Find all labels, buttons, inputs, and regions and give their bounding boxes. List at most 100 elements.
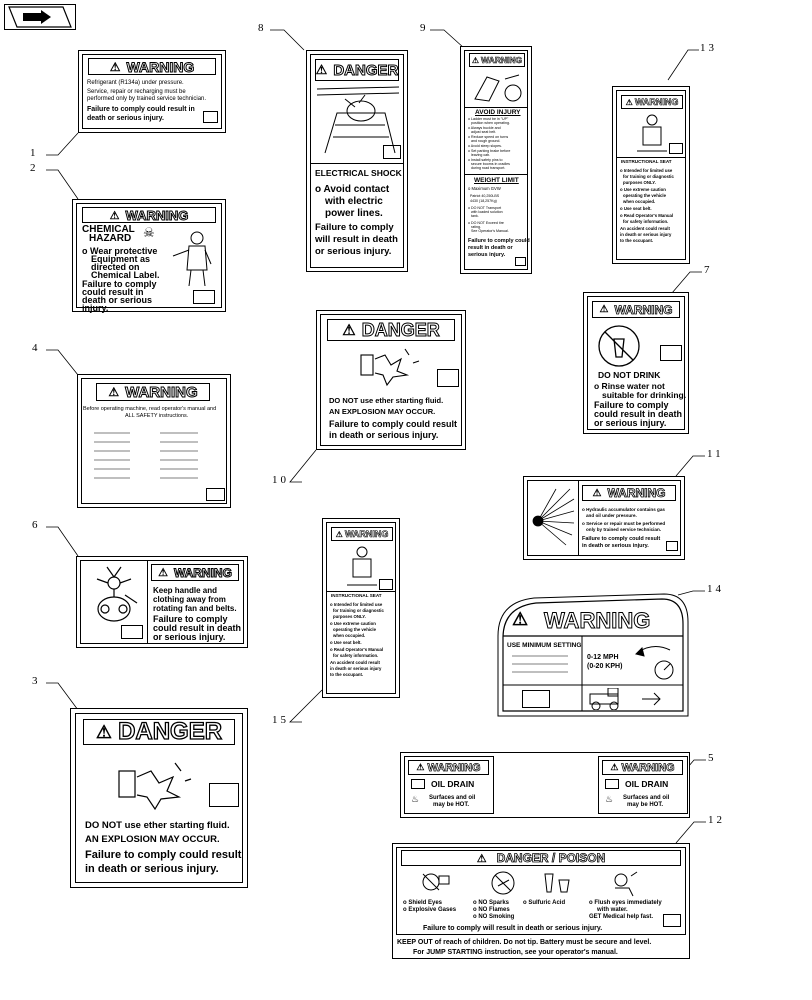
decal-text: when occupied. bbox=[333, 633, 366, 638]
decal-text: ALL SAFETY instructions. bbox=[125, 413, 189, 419]
decal-text: purposes ONLY. bbox=[623, 180, 656, 185]
decal-text: adjust seat belt. bbox=[471, 130, 497, 134]
warning-header: WARNING bbox=[543, 608, 651, 633]
warning-header: ⚠ WARNING bbox=[621, 95, 683, 109]
decal-text: for safety information. bbox=[623, 219, 669, 224]
decal-text: o Explosive Gases bbox=[403, 907, 457, 913]
oil-drain-left: ⚠ WARNING OIL DRAIN ♨ Surfaces and oil m… bbox=[404, 756, 494, 814]
decal-text: injury. bbox=[82, 303, 109, 313]
callout-10: 10 bbox=[272, 474, 289, 486]
decal-text: Keep handle and bbox=[153, 586, 218, 595]
callout-6: 6 bbox=[32, 519, 41, 531]
decal-chemical-hazard: ⚠ WARNING CHEMICAL HAZARD ☠ o Wear prote… bbox=[72, 199, 226, 313]
decal-text: could result in bbox=[82, 287, 144, 297]
decal-text: only by trained service technician. bbox=[586, 527, 662, 532]
decal-text: and rough ground. bbox=[471, 139, 501, 143]
decal-subtitle: INSTRUCTIONAL SEAT bbox=[621, 159, 672, 164]
warning-header: ⚠ WARNING bbox=[592, 301, 680, 318]
decal-text: o Use extreme caution bbox=[330, 621, 376, 626]
callout-9: 9 bbox=[420, 22, 429, 34]
decal-text: Failure to comply bbox=[594, 400, 669, 410]
decal-text: for training or diagnostic bbox=[623, 174, 674, 179]
decal-text: o Reduce speed on turns bbox=[468, 135, 509, 139]
decal-text: tank. bbox=[471, 214, 479, 218]
seated-person-icon bbox=[637, 114, 667, 152]
decal-ether-danger-large: ⚠ DANGER DO NOT use ether starting fluid… bbox=[70, 708, 248, 888]
decal-text: purposes ONLY. bbox=[333, 614, 366, 619]
skull-icon: ☠ bbox=[143, 225, 155, 240]
warning-triangle-icon: ⚠ bbox=[476, 852, 487, 865]
ether-explosion-icon bbox=[118, 762, 192, 811]
decal-text: o Hydraulic accumulator contains gas bbox=[582, 507, 665, 512]
decal-text: o Wear protective bbox=[82, 246, 158, 256]
pressure-burst-icon bbox=[532, 488, 575, 546]
warning-triangle-icon: ⚠ bbox=[95, 721, 113, 742]
warning-header: ⚠ WARNING bbox=[582, 485, 676, 501]
decal-text: with electric bbox=[325, 196, 383, 207]
decal-text: secure booms in cradles bbox=[471, 162, 510, 166]
arrow-icon bbox=[8, 6, 72, 28]
decal-text: rating. bbox=[471, 225, 481, 229]
decal-subtitle: OIL DRAIN bbox=[625, 779, 669, 789]
manual-book-icon bbox=[379, 579, 393, 590]
warning-header: ⚠ WARNING bbox=[469, 53, 525, 67]
protective-suit-person-icon bbox=[172, 231, 212, 287]
manual-book-icon bbox=[522, 690, 550, 708]
decal-text: o Ladder must be in "UP" bbox=[468, 117, 509, 121]
decal-text: to the occupant. bbox=[330, 672, 364, 677]
manual-book-icon bbox=[666, 541, 678, 551]
decal-text: may be HOT. bbox=[627, 802, 664, 808]
seated-person-icon bbox=[347, 546, 377, 586]
decal-text: o Read Operator's Manual bbox=[330, 647, 384, 652]
warning-triangle-icon: ⚠ bbox=[512, 609, 529, 629]
warning-triangle-icon: ⚠ bbox=[610, 762, 619, 772]
decal-text: o Install safety pins to bbox=[468, 158, 503, 162]
decal-text: o Always buckle and bbox=[468, 126, 501, 130]
manual-book-icon bbox=[203, 111, 218, 123]
nav-arrow-box[interactable] bbox=[4, 4, 76, 30]
decal-text: in death or serious injury. bbox=[85, 863, 219, 875]
decal-refrigerant-warning: ⚠ WARNING Refrigerant (R134a) under pres… bbox=[78, 50, 226, 133]
manual-book-icon bbox=[209, 783, 239, 807]
decal-text: o Use extreme caution bbox=[620, 187, 666, 192]
decal-outline bbox=[497, 593, 689, 717]
decal-text: leaving cab. bbox=[471, 153, 491, 157]
decal-text: operating the vehicle bbox=[333, 627, 376, 632]
warning-triangle-icon: ⚠ bbox=[416, 762, 425, 772]
decal-text: o NO Flames bbox=[473, 907, 510, 913]
no-drinking-icon bbox=[598, 325, 640, 367]
decal-title: CHEMICAL bbox=[82, 224, 135, 235]
ether-explosion-icon bbox=[360, 348, 420, 387]
danger-header: ⚠ DANGER bbox=[315, 59, 399, 81]
decal-text: for safety information. bbox=[333, 653, 379, 658]
danger-header: ⚠ DANGER bbox=[327, 319, 455, 341]
decal-text: An accident could result bbox=[330, 660, 380, 665]
warning-triangle-icon: ⚠ bbox=[109, 209, 120, 222]
decal-subtitle: INSTRUCTIONAL SEAT bbox=[331, 593, 382, 598]
decal-text: will result in death bbox=[315, 234, 398, 245]
decal-subtitle: USE MINIMUM SETTING bbox=[507, 642, 582, 649]
decal-text: Chemical Label. bbox=[91, 270, 160, 280]
decal-text: in death or serious injury. bbox=[582, 543, 649, 549]
rotating-fan-icon bbox=[96, 566, 138, 622]
decal-text: See Operator's Manual. bbox=[471, 229, 509, 233]
decal-text: position when operating. bbox=[471, 121, 510, 125]
decal-text: during road transport. bbox=[471, 166, 506, 170]
decal-text: o Maximum GVW bbox=[468, 186, 501, 191]
manual-book-icon bbox=[515, 257, 526, 266]
decal-text: death or serious bbox=[82, 295, 153, 305]
callout-8: 8 bbox=[258, 22, 267, 34]
manual-book-icon bbox=[206, 488, 225, 501]
decal-text: An accident could result bbox=[620, 226, 670, 231]
warning-header: ⚠ WARNING bbox=[408, 760, 489, 775]
decal-text: or serious injury. bbox=[594, 418, 667, 428]
decal-text: Refrigerant (R134a) under pressure. bbox=[87, 80, 184, 86]
manual-book-icon bbox=[383, 145, 401, 159]
oil-drain-right: ⚠ WARNING OIL DRAIN ♨ Surfaces and oil m… bbox=[598, 756, 688, 814]
manual-book-icon bbox=[437, 369, 459, 387]
decal-text: Service, repair or recharging must be bbox=[87, 89, 186, 95]
decal-subtitle: OIL DRAIN bbox=[431, 779, 475, 789]
callout-13: 13 bbox=[700, 42, 717, 54]
warning-triangle-icon: ⚠ bbox=[471, 55, 480, 65]
setting-lines bbox=[512, 655, 568, 673]
